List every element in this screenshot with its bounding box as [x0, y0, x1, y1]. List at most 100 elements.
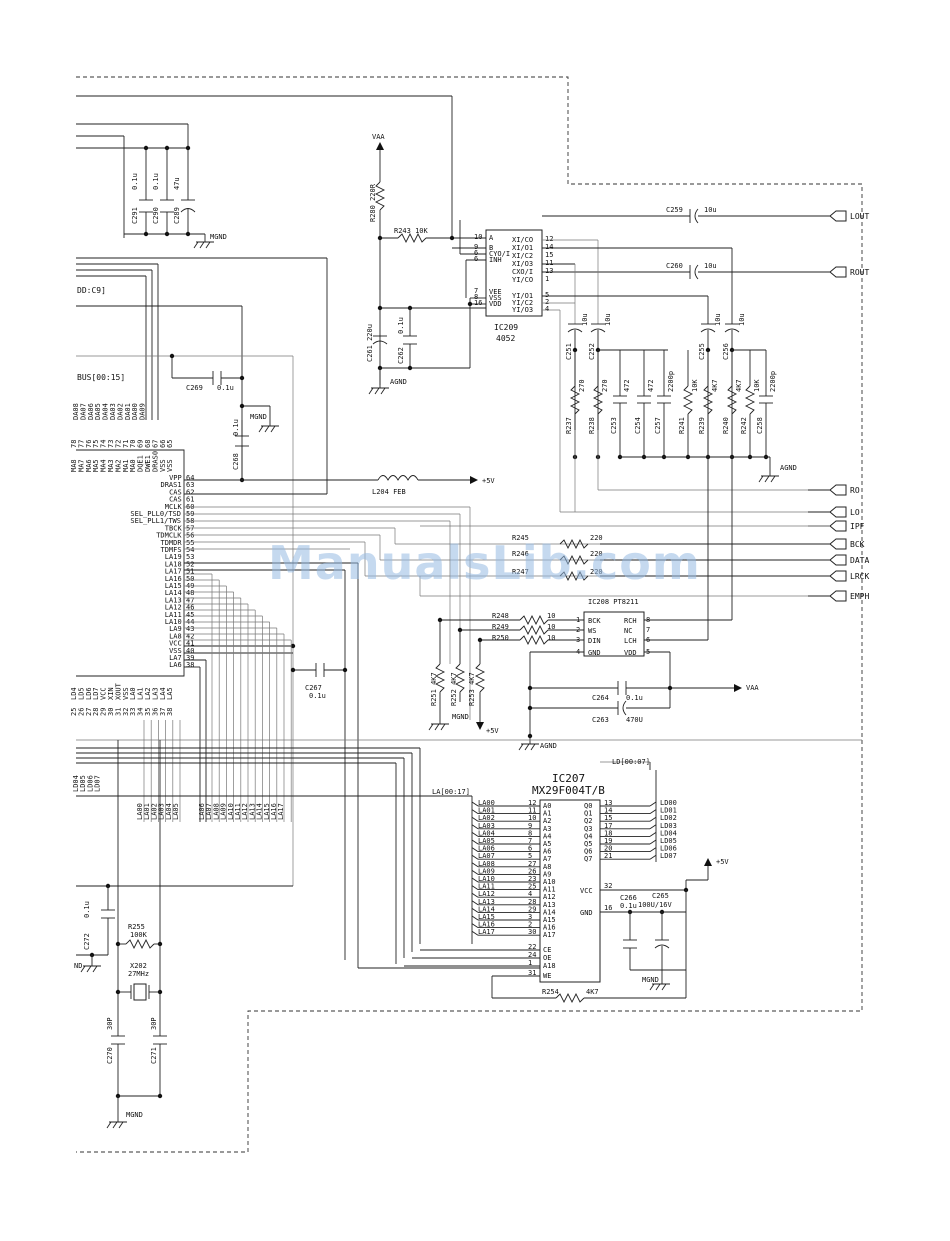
- cpu-bottom-pin-name: XOUT: [114, 682, 122, 700]
- ic209-right-pin-number: 1: [545, 275, 549, 283]
- cpu-right-pin-number: 54: [186, 546, 194, 554]
- ic207-addr-pin-name: A15: [543, 916, 556, 924]
- c267: [290, 663, 348, 677]
- ic207-gnd-pin-name: GND: [580, 909, 593, 917]
- c269-c268: [169, 353, 279, 483]
- ic207-addr-net: LA17: [478, 928, 495, 936]
- r237-ref: R237: [565, 417, 573, 434]
- ic207-data-pin-name: Q2: [584, 817, 592, 825]
- cpu-bottom-pin-name: VSS: [122, 687, 130, 700]
- cpu-right-pin-name: CAS: [169, 488, 182, 496]
- c271-ref: C271: [150, 1047, 158, 1064]
- ic207-addr-net: LA16: [478, 921, 495, 929]
- c253-value: 472: [623, 379, 631, 392]
- ic207-data-net: LD03: [660, 822, 677, 830]
- c259-value: 10u: [704, 206, 717, 214]
- cpu-bus-label-2: DD:C9]: [77, 286, 106, 295]
- ic209-right-pin-number: 4: [545, 305, 549, 313]
- ic207-addr-net: LA01: [478, 807, 495, 815]
- ic207-addr-pin-name: A5: [543, 840, 551, 848]
- ic207-data-pin-number: 19: [604, 837, 612, 845]
- ic207-data-net: LD05: [660, 837, 677, 845]
- ic207-data-net: LD00: [660, 799, 677, 807]
- cpu-top-pin-name: VSS: [159, 459, 167, 472]
- ic209-left-pin-name: CYO/I: [489, 250, 510, 258]
- c257-ref: C257: [654, 417, 662, 434]
- c269-value: 0.1u: [217, 384, 234, 392]
- cpu-top-net-label: DA05: [94, 403, 102, 420]
- cpu-right-pin-name: LA15: [165, 582, 182, 590]
- ic208-left-pin-name: GND: [588, 649, 601, 657]
- cpu-top-net-label: DA07: [79, 403, 87, 420]
- r254-value: 4K7: [586, 988, 599, 996]
- cpu-bottom-pin-number: 35: [144, 708, 152, 716]
- ld-bus-label: LD[00:07]: [612, 758, 650, 766]
- c268-ref: C268: [232, 453, 240, 470]
- c255-ref: C255: [698, 343, 706, 360]
- ic207-data-pin-name: Q3: [584, 825, 592, 833]
- cpu-right-pin-name: VPP: [169, 474, 182, 482]
- cpu-bottom-pin-number: 29: [100, 708, 108, 716]
- cpu-top-pin-name: MA4: [100, 459, 108, 472]
- ic207-addr-pin-name: A14: [543, 908, 556, 916]
- connector-ipf: [829, 520, 847, 532]
- ic207-addr-pin-name: A17: [543, 931, 556, 939]
- cpu-bus-wires: [76, 257, 328, 886]
- ic207-gnd-pin-number: 16: [604, 904, 612, 912]
- ic208-right-pin-number: 7: [646, 626, 650, 634]
- cpu-bottom-pin-name: XIN: [107, 687, 115, 700]
- cpu-top-pin-number: 76: [85, 440, 93, 448]
- r250-value: 10: [547, 634, 555, 642]
- ic207-addr-pin-name: A4: [543, 832, 551, 840]
- bottom-net-la-mid: LA03: [158, 803, 166, 820]
- cpu-top-pin-number: 68: [144, 440, 152, 448]
- cpu-right-pin-name: DRAS1: [161, 481, 182, 489]
- r239-ref: R239: [698, 417, 706, 434]
- ic207-data-pin-name: Q0: [584, 802, 592, 810]
- ic207-addr-pin-name: A2: [543, 817, 551, 825]
- c289-ref: C289: [173, 207, 181, 224]
- r280-label: R280 220R: [369, 183, 377, 222]
- mgnd-label-ic207: MGND: [642, 976, 659, 984]
- ic207-addr-net: LA05: [478, 837, 495, 845]
- connector-label: BCK: [850, 540, 865, 549]
- mgnd-label-top: MGND: [210, 233, 227, 241]
- cpu-top-pin-name: VSS: [166, 459, 174, 472]
- ic207-addr-net: LA00: [478, 799, 495, 807]
- bottom-net-la-mid: LA00: [136, 803, 144, 820]
- dac-interface-wires: [184, 538, 830, 597]
- cpu-bottom-pin-name: LA3: [151, 687, 159, 700]
- cpu-right-pin-number: 64: [186, 474, 194, 482]
- cpu-top-pin-number: 77: [77, 440, 85, 448]
- ic207-data-pin-number: 20: [604, 845, 612, 853]
- ic207-addr-pin-number: 5: [528, 852, 532, 860]
- ic207-data-net: LD04: [660, 829, 677, 837]
- ic207-data-pin-number: 21: [604, 852, 612, 860]
- cpu-bottom-pin-name: LA5: [166, 687, 174, 700]
- cpu-right-pin-name: SEL_PLL0/TSD: [130, 510, 181, 518]
- ic209-left-pin-number: 7: [474, 287, 478, 295]
- mgnd-label-mid: MGND: [250, 413, 267, 421]
- cpu-right-pin-number: 62: [186, 488, 194, 496]
- filter-network: R237270R238270C253472C254472C2572200pR24…: [565, 349, 777, 460]
- c260-ref: C260: [666, 262, 683, 270]
- c266-ref: C266: [620, 894, 637, 902]
- r240-ref: R240: [722, 417, 730, 434]
- cpu-right-pin-number: 47: [186, 596, 194, 604]
- l204-inductor: [184, 475, 478, 484]
- ic207-data-pin-name: Q5: [584, 840, 592, 848]
- cpu-right-pin-number: 52: [186, 560, 194, 568]
- ic207-data-pin-name: Q4: [584, 832, 592, 840]
- cpu-right-pin-number: 45: [186, 611, 194, 619]
- r239-value: 4K7: [711, 379, 719, 392]
- ic207-addr-pin-name: A1: [543, 810, 551, 818]
- ic209-right-pin-number: 12: [545, 235, 553, 243]
- cpu-bottom-pin-name: LD4: [70, 687, 78, 700]
- cpu-top-pin-name: MA8: [70, 459, 78, 472]
- filter-ground-rail: [574, 430, 830, 512]
- ic207-addr-net: LA09: [478, 867, 495, 875]
- ic209-left-pin-name: A: [489, 234, 494, 242]
- cpu-bottom-pin-name: LA1: [137, 687, 145, 700]
- ic208-label: IC208 PT8211: [588, 598, 639, 606]
